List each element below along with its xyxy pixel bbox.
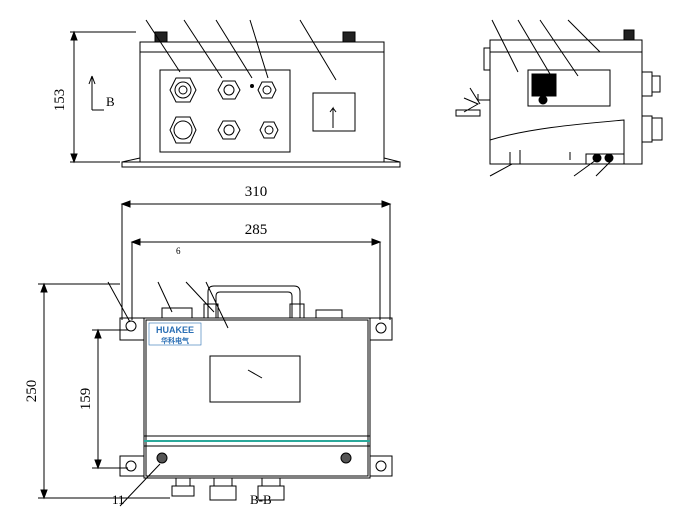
- cable-gland: [257, 81, 277, 99]
- front-view-main: [38, 200, 393, 507]
- cable-gland: [259, 121, 279, 139]
- dim-width-overall: 310: [245, 184, 268, 200]
- side-view: [455, 19, 663, 177]
- brand-logo: HUAKEE 华科电气: [148, 322, 202, 346]
- dim-width-mount: 285: [245, 222, 268, 238]
- cable-gland: [169, 116, 197, 144]
- dim-height-mount: 159: [78, 388, 94, 411]
- logo-brand: HUAKEE: [156, 325, 194, 335]
- cable-gland: [217, 80, 241, 100]
- cable-gland: [217, 120, 241, 140]
- section-marker: B: [106, 94, 115, 109]
- callout-11: 11: [112, 492, 125, 507]
- callout-6: 6: [176, 246, 181, 256]
- cable-gland: [169, 77, 197, 103]
- dim-height-overall: 250: [24, 380, 40, 403]
- front-view-top: [70, 19, 401, 168]
- section-view-label: B-B: [250, 492, 272, 507]
- dim-height-top: 153: [52, 89, 68, 112]
- logo-brand-cn: 华科电气: [161, 336, 189, 345]
